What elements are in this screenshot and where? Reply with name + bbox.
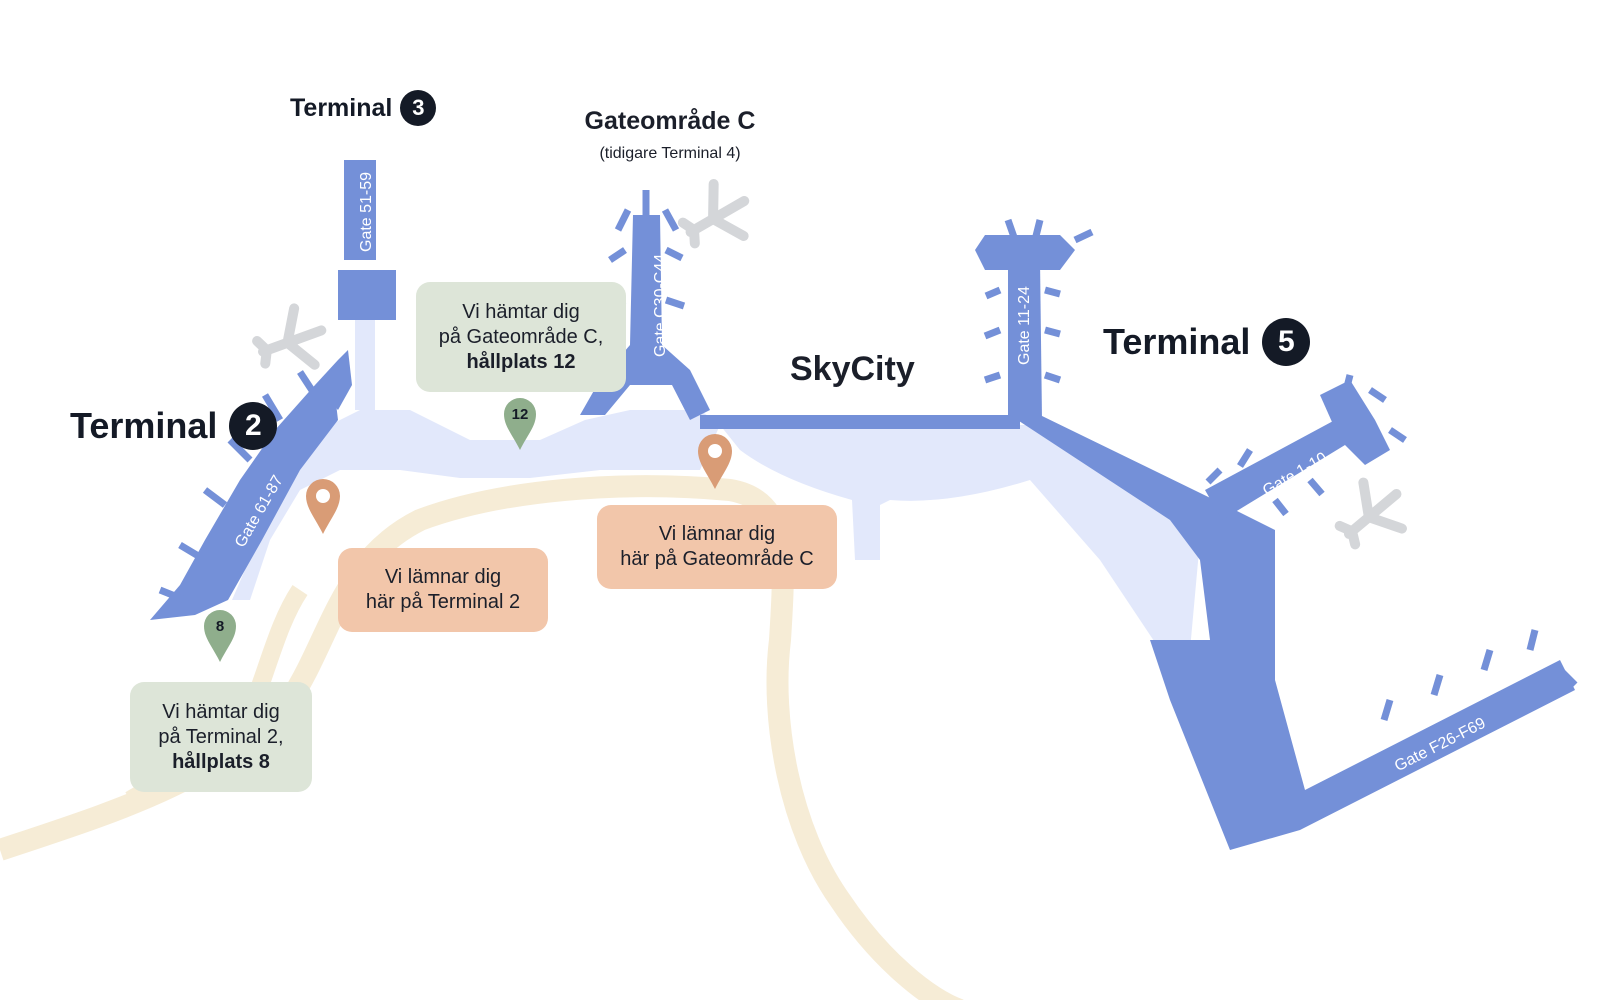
gate-label-c: Gate C30-C44 xyxy=(652,253,669,357)
plaza-t2 xyxy=(232,410,720,600)
dropoff-callout-t2-line2: här på Terminal 2 xyxy=(365,591,521,613)
airplane-icon xyxy=(677,179,750,249)
dropoff-pin-c xyxy=(698,434,732,489)
gate-label-t5-f: Gate 11-24 xyxy=(1016,286,1033,365)
pickup-pin-c: 12 xyxy=(504,398,536,450)
pier-t2-fingers xyxy=(158,370,318,604)
airplane-icon xyxy=(252,303,327,370)
pickup-callout-c-stop: hållplats 12 xyxy=(466,350,576,373)
pickup-callout-c-line2: på Gateområde C, xyxy=(438,325,604,348)
pickup-pin-t2-number: 8 xyxy=(216,618,224,635)
pier-t5-f-head xyxy=(975,235,1075,290)
pickup-callout-t2-stop: hållplats 8 xyxy=(172,750,270,773)
terminal-2-name: Terminal xyxy=(70,405,218,446)
dropoff-callout-t2-line1: Vi lämnar dig xyxy=(384,566,502,588)
landside-plaza xyxy=(232,315,1200,650)
terminal-2-badge: 2 xyxy=(229,402,278,450)
terminal-3-name: Terminal xyxy=(290,93,393,122)
pickup-callout-t2-line1: Vi hämtar dig xyxy=(162,700,280,723)
terminal-2-label: Terminal 2 xyxy=(70,402,278,450)
terminal-buildings xyxy=(150,160,1578,850)
pier-t3-base xyxy=(338,270,396,320)
terminal-5-badge: 5 xyxy=(1262,318,1311,366)
pickup-pin-t2: 8 xyxy=(204,610,236,662)
pickup-callout-t2: Vi hämtar dig på Terminal 2, hållplats 8 xyxy=(130,682,312,792)
dropoff-callout-c-line2: här på Gateområde C xyxy=(620,548,814,570)
plaza-skycity xyxy=(720,425,1200,650)
pickup-callout-c: Vi hämtar dig på Gateområde C, hållplats… xyxy=(416,282,626,392)
pickup-callout-c-line1: Vi hämtar dig xyxy=(462,300,580,323)
pier-t3 xyxy=(344,160,376,260)
dropoff-callout-t2: Vi lämnar dig här på Terminal 2 xyxy=(338,548,548,632)
terminal-5-name: Terminal xyxy=(1103,321,1251,362)
pier-t5-f xyxy=(1008,260,1042,420)
plaza-t3-connector xyxy=(355,315,375,410)
skycity-corridor xyxy=(700,415,1020,429)
gate-c-title: Gateområde C xyxy=(584,107,756,135)
skycity-label: SkyCity xyxy=(790,350,915,388)
terminal-5-label: Terminal 5 xyxy=(1103,318,1311,366)
pickup-pin-c-number: 12 xyxy=(512,406,529,423)
dropoff-pin-t2 xyxy=(306,479,340,534)
pickup-callout-t2-line2: på Terminal 2, xyxy=(158,725,284,748)
pier-t2-hook xyxy=(315,350,352,410)
gate-c-subtitle: (tidigare Terminal 4) xyxy=(599,145,741,162)
dropoff-callout-c: Vi lämnar dig här på Gateområde C xyxy=(597,505,837,589)
pier-t2 xyxy=(150,385,338,620)
pier-t5-fingers xyxy=(983,218,1578,792)
pier-t5-e-head xyxy=(1320,380,1390,465)
terminal-5-main xyxy=(1010,415,1575,850)
airplane-icons xyxy=(252,179,1407,550)
airplane-icon xyxy=(1334,477,1407,550)
gate-label-t3: Gate 51-59 xyxy=(358,171,375,252)
terminal-3-badge: 3 xyxy=(400,90,437,126)
pier-t5-e xyxy=(1205,420,1345,520)
dropoff-callout-c-line1: Vi lämnar dig xyxy=(658,523,776,545)
map-pins: 8 12 xyxy=(204,398,732,662)
terminal-3-label: Terminal 3 xyxy=(290,90,437,126)
